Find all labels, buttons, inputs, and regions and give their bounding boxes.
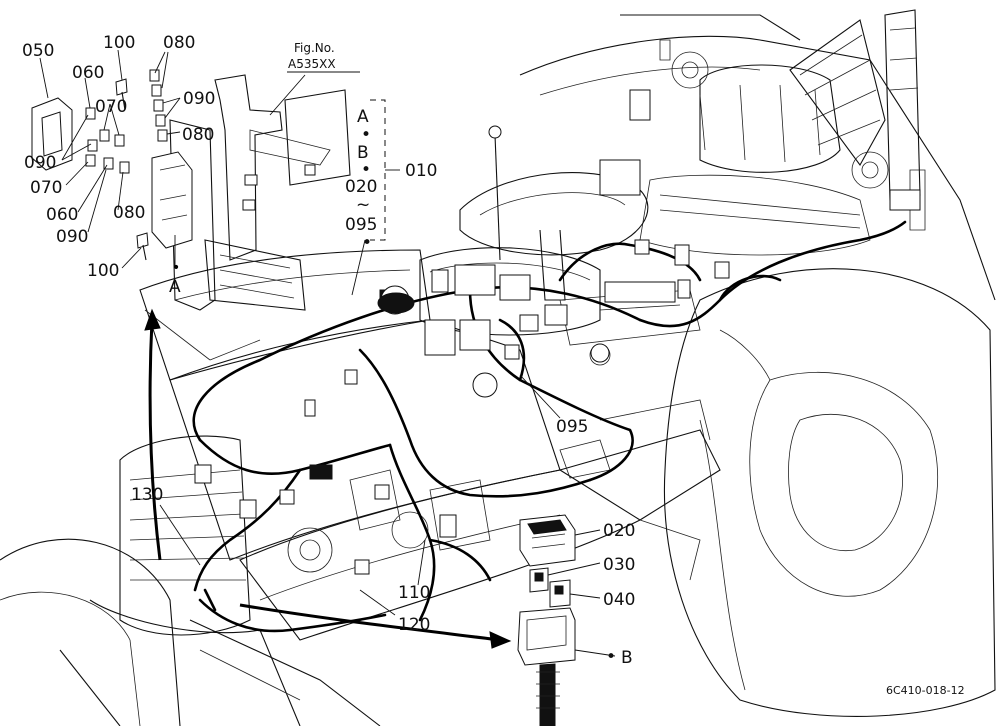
relay-030 <box>529 567 549 593</box>
group-tilde: ~ <box>356 195 370 215</box>
callout-090-left: 090 <box>24 153 56 173</box>
group-dot-3: • <box>362 233 372 253</box>
callout-080-mid: 080 <box>182 125 214 145</box>
group-dot-1: • <box>361 125 371 145</box>
callout-070-right: 070 <box>95 97 127 117</box>
marker-B: B <box>621 648 633 668</box>
main-wiring-harness <box>192 220 907 633</box>
marker-dot-a: • <box>172 260 180 276</box>
callout-120: 120 <box>398 615 430 635</box>
callout-080-low: 080 <box>113 203 145 223</box>
drawing-number: 6C410-018-12 <box>886 684 965 697</box>
callout-080-top: 080 <box>163 33 195 53</box>
fuse-holder-B <box>517 607 576 726</box>
callout-060-top: 060 <box>72 63 104 83</box>
relay-040 <box>549 579 571 608</box>
reference-arrows <box>144 308 512 649</box>
callout-100-low: 100 <box>87 261 119 281</box>
group-to: 095 <box>345 215 377 235</box>
callout-090-right: 090 <box>183 89 215 109</box>
callout-labels: 050 100 080 060 090 070 080 090 070 060 … <box>22 33 965 697</box>
callout-095-right: 095 <box>556 417 588 437</box>
callout-060-left: 060 <box>46 205 78 225</box>
group-from: 020 <box>345 177 377 197</box>
group-B: B <box>357 143 369 163</box>
marker-A: A <box>169 277 181 297</box>
callout-030: 030 <box>603 555 635 575</box>
callout-040: 040 <box>603 590 635 610</box>
callout-100-top: 100 <box>103 33 135 53</box>
relay-box-020 <box>519 514 576 567</box>
exploded-parts-top-left <box>31 69 351 311</box>
callout-130: 130 <box>131 485 163 505</box>
fig-no-value: A535XX <box>288 57 336 71</box>
fig-no-label: Fig.No. <box>294 41 335 55</box>
callout-070-left: 070 <box>30 178 62 198</box>
harness-connectors <box>194 89 921 575</box>
lamp-095 <box>377 292 415 314</box>
callout-090-bottom: 090 <box>56 227 88 247</box>
callout-020: 020 <box>603 521 635 541</box>
group-dot-2: • <box>361 160 371 180</box>
callout-010: 010 <box>405 161 437 181</box>
callout-110: 110 <box>398 583 430 603</box>
group-A: A <box>357 107 369 127</box>
marker-dot-b: • <box>606 647 616 667</box>
leader-lines <box>39 49 616 657</box>
callout-050: 050 <box>22 41 54 61</box>
